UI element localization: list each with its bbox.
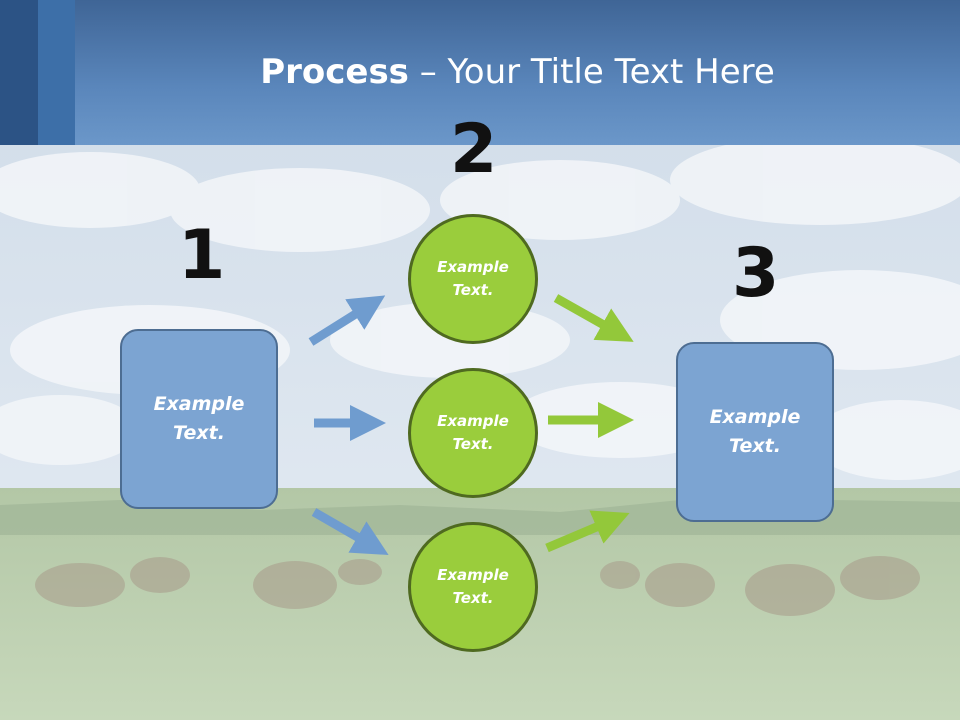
- header-accent-light: [38, 0, 75, 145]
- slide-title: Process – Your Title Text Here: [75, 52, 960, 92]
- step-number-3: 3: [732, 234, 780, 313]
- title-rest: – Your Title Text Here: [408, 52, 775, 92]
- step-3-box: Example Text.: [676, 342, 834, 522]
- step-2-circle-bottom-label: Example Text.: [437, 566, 509, 607]
- step-3-label: Example Text.: [709, 406, 801, 457]
- title-bold: Process: [260, 52, 409, 92]
- arrow-1-to-top: [308, 295, 386, 346]
- step-2-circle-bottom: Example Text.: [408, 522, 538, 652]
- header-accent-dark: [0, 0, 38, 145]
- step-2-circle-top-label: Example Text.: [437, 258, 509, 299]
- step-number-2: 2: [450, 110, 498, 189]
- step-2-circle-top: Example Text.: [408, 214, 538, 344]
- title-bar: Process – Your Title Text Here: [0, 0, 960, 145]
- step-2-circle-middle-label: Example Text.: [437, 412, 509, 453]
- arrow-1-to-bottom: [311, 508, 389, 555]
- step-number-1: 1: [178, 216, 226, 295]
- step-2-circle-middle: Example Text.: [408, 368, 538, 498]
- step-1-box: Example Text.: [120, 329, 278, 509]
- arrow-top-to-3: [553, 294, 634, 342]
- arrow-bottom-to-3: [545, 510, 630, 553]
- step-1-label: Example Text.: [153, 393, 245, 444]
